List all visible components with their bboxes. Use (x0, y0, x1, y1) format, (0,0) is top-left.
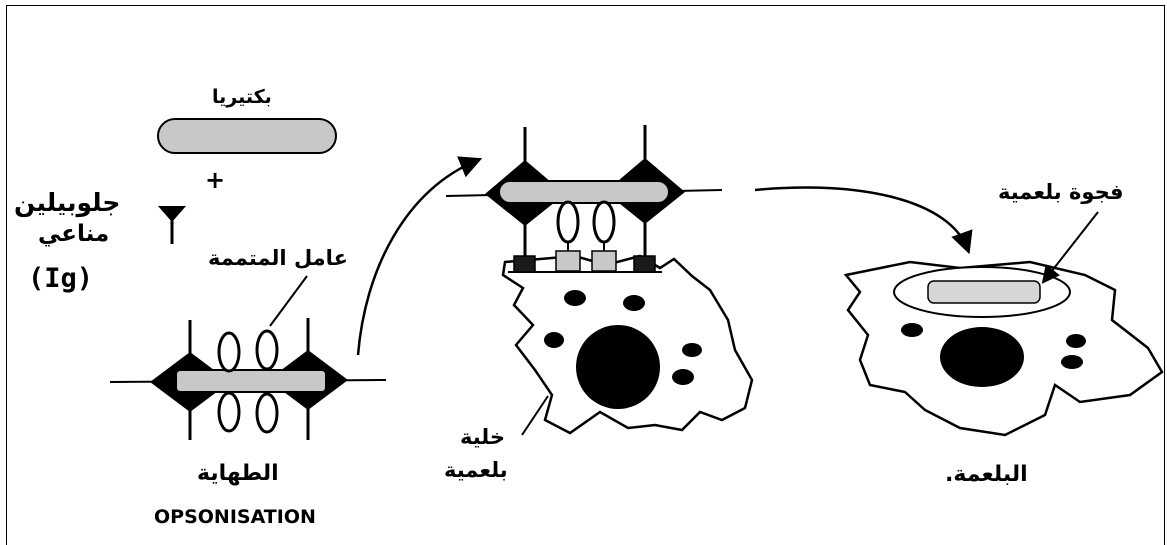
legend-bacterium (157, 118, 337, 154)
legend-antibody-icon (158, 206, 186, 244)
plus-sign: + (205, 166, 226, 194)
phagosome-pointer (1041, 211, 1099, 284)
phagocytosis-label: البلعمة. (945, 462, 1028, 487)
diagram-frame (6, 5, 1165, 545)
phagocyte-pointer (521, 395, 549, 436)
phagocyte-label-line1: خلية (460, 425, 506, 449)
phagocyte-label-line2: بلعمية (444, 458, 508, 482)
phagocyte-engulfed (843, 260, 1164, 437)
arrow-to-phagocytosis (754, 186, 973, 255)
opsonisation-label-ar: الطهاية (197, 461, 279, 486)
complement-label: عامل المتممة (208, 246, 348, 270)
phagocyte-attaching (445, 125, 754, 435)
arrow-to-phagocyte (356, 156, 483, 356)
antibody-label-line2: مناعي (38, 221, 110, 247)
antibody-abbreviation: (Ig) (28, 263, 94, 294)
antibody-label-line1: جلوبيلين (14, 188, 121, 217)
phagosome-label: فجوة بلعمية (998, 180, 1124, 204)
opsonized-bacterium (109, 318, 387, 440)
complement-pointer (269, 275, 308, 327)
bacteria-label: بكتيريا (212, 86, 272, 108)
opsonisation-label-en: OPSONISATION (154, 506, 316, 528)
